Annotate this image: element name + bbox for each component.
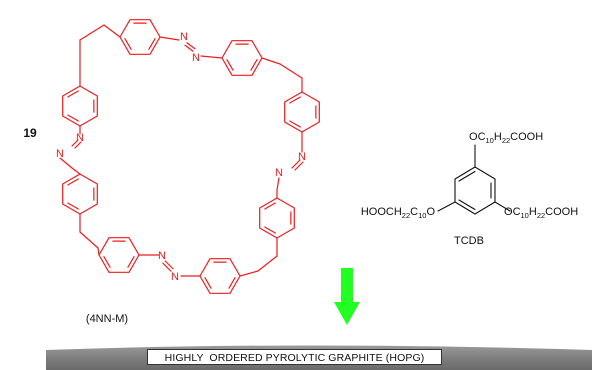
tcdb-left-oxygen: O — [426, 206, 435, 218]
benzene-ring — [259, 197, 295, 239]
tcdb-top-carbon: C — [478, 131, 486, 143]
azo-double-bond — [71, 139, 79, 147]
tcdb-right-substituent: OC10H22COOH — [504, 206, 578, 220]
aromatic-double-bond — [289, 96, 301, 104]
tcdb-double-bond — [458, 170, 476, 182]
tcdb-molecule — [437, 144, 511, 215]
aromatic-double-bond — [67, 178, 79, 186]
tcdb-left-carbon-subscript: 10 — [418, 211, 426, 220]
azo-double-bond — [291, 159, 301, 169]
azo-nitrogen-label: N — [171, 271, 179, 283]
azo-nitrogen-label: N — [298, 151, 306, 163]
aromatic-double-bond — [289, 120, 301, 128]
tcdb-top-substituent: OC10H22COOH — [469, 131, 543, 145]
azo-bond — [159, 36, 180, 41]
aromatic-double-bond — [226, 59, 234, 71]
aromatic-double-bond — [148, 38, 156, 50]
ethylene-bond — [239, 270, 259, 277]
azo-double-bond — [162, 262, 172, 272]
tcdb-double-bond — [458, 199, 476, 211]
azo-double-bond — [184, 44, 194, 52]
benzene-ring — [62, 173, 98, 215]
aromatic-double-bond — [264, 202, 276, 210]
ethylene-bond — [257, 255, 278, 272]
benzene-ring — [98, 237, 140, 273]
aromatic-double-bond — [103, 256, 111, 268]
azo-bond — [200, 55, 223, 59]
tcdb-benzene-ring — [454, 166, 496, 215]
aromatic-double-bond — [67, 114, 79, 122]
ethylene-bond — [261, 57, 281, 65]
tcdb-left-acid: HOOCH — [361, 206, 402, 218]
tcdb-right-carbon: C — [513, 206, 521, 218]
ethylene-bond — [79, 24, 105, 41]
azo-nitrogen-label: N — [180, 31, 188, 43]
aromatic-double-bond — [124, 38, 132, 50]
azo-bond — [59, 157, 73, 169]
hopg-label: HIGHLY ORDERED PYROLYTIC GRAPHITE (HOPG) — [147, 349, 442, 365]
tcdb-label: TCDB — [454, 235, 484, 247]
tcdb-top-hydrogen-subscript: 22 — [502, 136, 510, 145]
tcdb-left-substituent: HOOCH22C10O — [361, 206, 436, 220]
tcdb-top-hydrogen: H — [494, 131, 502, 143]
tcdb-bond-right — [494, 201, 511, 212]
aromatic-double-bond — [228, 277, 236, 289]
aromatic-double-bond — [67, 202, 79, 210]
azo-double-bond — [186, 42, 196, 50]
azo-nitrogen-label: N — [56, 148, 64, 160]
tcdb-right-acid: COOH — [545, 206, 578, 218]
arrow-down-icon — [334, 268, 360, 325]
benzene-ring — [199, 258, 241, 294]
azo-nitrogen-label: N — [192, 52, 200, 64]
aromatic-double-bond — [127, 256, 135, 268]
tcdb-right-hydrogen-subscript: 22 — [537, 211, 545, 220]
tcdb-top-oxygen: O — [469, 131, 478, 143]
ethylene-bond — [103, 24, 121, 38]
azo-nitrogen-label: N — [158, 250, 166, 262]
arrow-shaft — [341, 268, 353, 302]
benzene-ring — [221, 40, 263, 76]
ethylene-bond — [279, 63, 303, 79]
tcdb-right-hydrogen: H — [529, 206, 537, 218]
tcdb-bond-left — [437, 201, 456, 212]
azo-double-bond — [74, 141, 82, 149]
ethylene-bond — [79, 231, 99, 249]
tcdb-left-hydrogen-subscript: 22 — [402, 211, 410, 220]
azo-nitrogen-label: N — [76, 132, 84, 144]
tcdb-left-carbon: C — [410, 206, 418, 218]
ethylene-bond — [97, 247, 100, 256]
benzene-ring — [62, 85, 98, 127]
macrocycle-label: (4NN-M) — [86, 313, 128, 325]
azo-double-bond — [164, 260, 174, 270]
azo-bond — [71, 167, 81, 175]
benzene-ring — [284, 91, 320, 133]
compound-number: 19 — [23, 126, 37, 140]
tcdb-top-acid: COOH — [510, 131, 543, 143]
aromatic-double-bond — [250, 59, 258, 71]
tcdb-right-carbon-subscript: 10 — [521, 211, 529, 220]
arrow-head — [334, 302, 360, 325]
aromatic-double-bond — [67, 90, 79, 98]
aromatic-double-bond — [264, 226, 276, 234]
azo-nitrogen-label: N — [275, 167, 283, 179]
tcdb-right-oxygen: O — [504, 206, 513, 218]
azo-bond — [276, 177, 280, 191]
tcdb-top-carbon-subscript: 10 — [486, 136, 494, 145]
aromatic-double-bond — [204, 277, 212, 289]
azo-double-bond — [294, 161, 304, 171]
benzene-ring — [119, 19, 161, 55]
